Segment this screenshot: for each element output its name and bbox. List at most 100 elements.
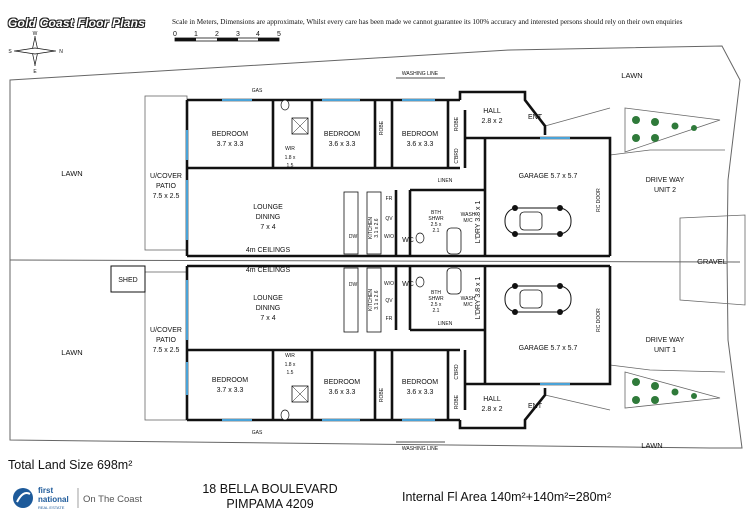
unit2-bedroom-2-label: BEDROOM (324, 131, 360, 138)
unit2-driveway-unit: UNIT 2 (654, 187, 676, 194)
unit1-driveway-label: DRIVE WAY (646, 337, 685, 344)
unit1-rc-door: RC DOOR (596, 308, 602, 332)
lawn-right-bottom: LAWN (641, 441, 662, 450)
scale-tick-2: 2 (215, 31, 219, 38)
unit1-lounge-label: LOUNGE (253, 295, 283, 302)
address-line-1: 18 BELLA BOULEVARD (202, 482, 338, 496)
scale-tick-5: 5 (277, 31, 281, 38)
unit1-ldry: L'DRY 3.8 x 1 (475, 277, 482, 320)
unit2-bedroom-main-dim: 3.7 x 3.3 (217, 141, 244, 148)
compass-e: E (33, 69, 37, 75)
unit1-fr: FR (386, 316, 393, 322)
logo-brand-sub: REAL ESTATE (38, 505, 65, 510)
unit2-wash: WASH (461, 212, 476, 218)
unit2-rc-door: RC DOOR (596, 188, 602, 212)
unit1-wo: W/O (384, 281, 394, 287)
unit2-hall-dim: 2.8 x 2 (481, 118, 502, 125)
compass-s: S (8, 49, 12, 55)
kitchen-island-bottom (343, 267, 359, 333)
lawn-right-top: LAWN (621, 71, 642, 80)
unit1-cbrd: C'BRD (454, 364, 460, 380)
unit1-mc: M/C (463, 302, 473, 308)
unit2-patio-label2: PATIO (156, 183, 177, 190)
unit2-gas-label: GAS (252, 88, 263, 94)
agency-logo: first national REAL ESTATE On The Coast (13, 486, 142, 510)
logo-brand-line2: national (38, 495, 69, 504)
disclaimer-text: Scale in Meters, Dimensions are approxim… (172, 18, 683, 26)
unit2-ceilings: 4m CEILINGS (246, 247, 291, 254)
logo-office: On The Coast (83, 494, 142, 505)
site-boundary (9, 45, 743, 449)
land-size-text: Total Land Size 698m² (8, 458, 133, 472)
unit1-robe-1: ROBE (379, 387, 385, 402)
unit-divider-line (9, 259, 741, 263)
unit2-bedroom-3-label: BEDROOM (402, 131, 438, 138)
unit2-kitchen-dim: 3.1 x 2.6 (374, 218, 380, 237)
unit1-patio-label: U/COVER (150, 327, 182, 334)
compass-icon: W E S N (8, 31, 63, 75)
garden-bed-bottom (624, 371, 721, 409)
scale-tick-1: 1 (194, 31, 198, 38)
unit2-dining-label: DINING (256, 214, 281, 221)
property-address: 18 BELLA BOULEVARD PIMPAMA 4209 (200, 482, 340, 512)
unit2-bedroom-3-dim: 3.6 x 3.3 (407, 141, 434, 148)
unit1-dining-label: DINING (256, 305, 281, 312)
unit2-wc: WC (402, 237, 414, 244)
scale-tick-4: 4 (256, 31, 260, 38)
unit1-washing-line-label: WASHING LINE (402, 446, 439, 452)
unit1-lounge-dim: 7 x 4 (260, 315, 275, 322)
scale-tick-0: 0 (173, 31, 177, 38)
unit1-bedroom-2-label: BEDROOM (324, 379, 360, 386)
unit2-mc: M/C (463, 218, 473, 224)
unit1-hall-label: HALL (483, 396, 501, 403)
unit1-patio-label2: PATIO (156, 337, 177, 344)
garden-bed-top (624, 107, 721, 153)
unit1-bath-dim: 2.5 x (431, 302, 442, 308)
unit2-dw: DW (349, 234, 358, 240)
lawn-left-bottom: LAWN (61, 348, 82, 357)
compass-n: N (59, 49, 63, 55)
unit1-qv: QV (385, 298, 393, 304)
logo-brand-line1: first (38, 486, 53, 495)
unit2-garage: GARAGE 5.7 x 5.7 (519, 173, 578, 180)
unit1-bedroom-main-label: BEDROOM (212, 377, 248, 384)
unit2-hall-label: HALL (483, 108, 501, 115)
unit2-lounge-label: LOUNGE (253, 204, 283, 211)
unit1-bedroom-3-dim: 3.6 x 3.3 (407, 389, 434, 396)
unit2-ldry: L'DRY 3.8 x 1 (475, 201, 482, 244)
unit2-cbrd: C'BRD (454, 148, 460, 164)
unit2-lounge-dim: 7 x 4 (260, 224, 275, 231)
unit1-hall-dim: 2.8 x 2 (481, 406, 502, 413)
unit2-patio-dim: 7.5 x 2.5 (153, 193, 180, 200)
lawn-left-top: LAWN (61, 169, 82, 178)
unit2-fr: FR (386, 196, 393, 202)
scale-bar: 0 1 2 3 4 5 (173, 31, 281, 42)
car-icon-unit1 (504, 283, 572, 315)
unit2-robe-1: ROBE (379, 120, 385, 135)
unit1-ent-label: ENT (528, 403, 543, 410)
unit2-qv: QV (385, 216, 393, 222)
unit1-dw: DW (349, 282, 358, 288)
unit1-windows (186, 280, 570, 421)
scale-tick-3: 3 (236, 31, 240, 38)
unit2-bath-dim2: 2.1 (433, 228, 440, 234)
unit2-windows (186, 99, 570, 240)
compass-w: W (33, 31, 38, 37)
unit2-bath-label2: SHWR (428, 216, 444, 222)
unit1-wir-dim: 1.8 x (285, 362, 296, 368)
unit1-robe-2: ROBE (454, 394, 460, 409)
gravel-label: GRAVEL (697, 257, 727, 266)
brand-title: Gold Coast Floor Plans (8, 16, 146, 30)
unit1-patio-dim: 7.5 x 2.5 (153, 347, 180, 354)
unit1-kitchen-dim: 3.1 x 2.6 (374, 290, 380, 309)
shed-label: SHED (118, 277, 137, 284)
unit1-garage: GARAGE 5.7 x 5.7 (519, 345, 578, 352)
unit2-bedroom-main-label: BEDROOM (212, 131, 248, 138)
unit1-wir-label: WIR (285, 353, 295, 359)
unit2-ent-label: ENT (528, 114, 543, 121)
unit1-bedroom-2-dim: 3.6 x 3.3 (329, 389, 356, 396)
unit1-gas-label: GAS (252, 430, 263, 436)
unit1-bath-dim2: 2.1 (433, 308, 440, 314)
unit1-bath-label2: SHWR (428, 296, 444, 302)
